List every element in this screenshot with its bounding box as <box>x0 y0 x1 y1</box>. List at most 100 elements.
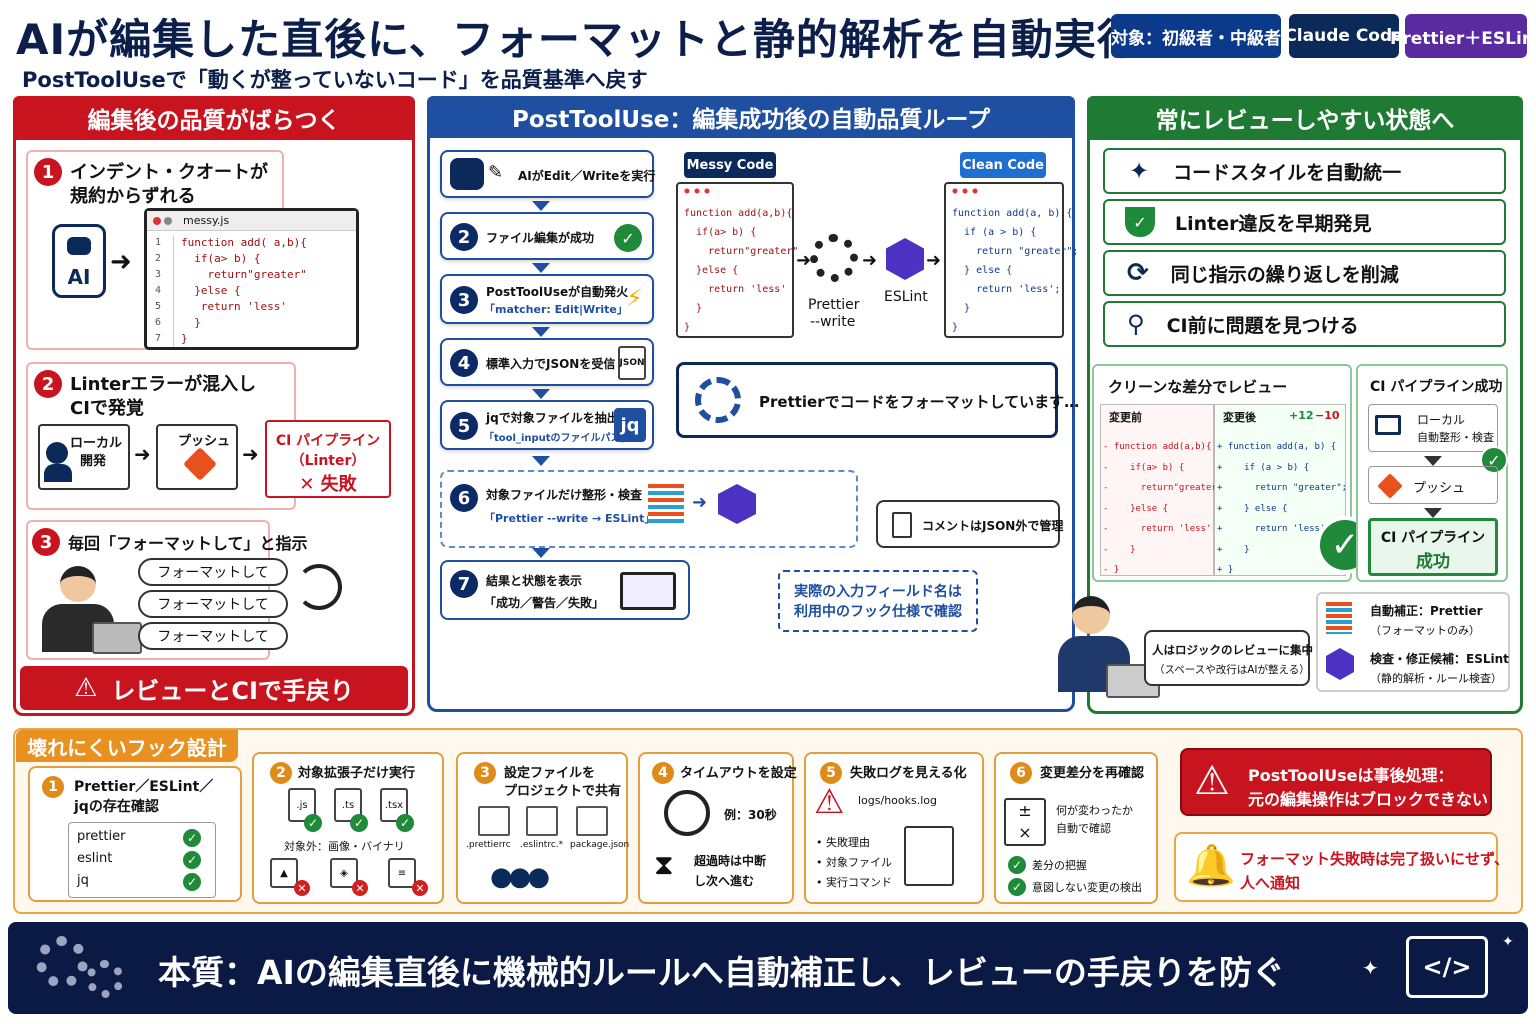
step-7-detail: 「成功／警告／失敗」 <box>484 596 605 610</box>
laptop-icon <box>92 622 142 654</box>
zip-file-icon: ≡ <box>388 858 416 888</box>
post-process-alert: ⚠ PostToolUseは事後処理： 元の編集操作はブロックできない <box>1180 748 1492 816</box>
arrow-right-icon: ➜ <box>926 250 942 271</box>
footer-banner: 本質：AIの編集直後に機械的ルールへ自動補正し、レビューの手戻りを防ぐ ✦ </… <box>8 922 1528 1014</box>
check-icon: ✓ <box>396 814 414 832</box>
linter-badge: Prettier＋ESLint <box>1390 14 1536 58</box>
diff-check-2: 意図しない変更の検出 <box>1032 881 1142 894</box>
problem-2-text-1: Linterエラーが混入し <box>70 374 257 395</box>
diff-after-line-5: + return 'less'; <box>1217 524 1331 534</box>
prettier-label: Prettier <box>808 297 860 313</box>
clean-code-line-6: } <box>952 303 971 314</box>
ci-label: CI パイプライン <box>275 433 381 449</box>
messy-line-1: function add( a,b){ <box>181 236 307 249</box>
document-icon <box>892 512 912 538</box>
gear-icon <box>810 234 858 282</box>
x-icon: ✕ <box>352 880 368 896</box>
diff-before-line-5: - return 'less' <box>1103 524 1212 534</box>
diff-before-line-6: - } <box>1103 544 1136 555</box>
hook-1-text-2: jqの存在確認 <box>74 799 159 815</box>
timeout-text-2: し次へ進む <box>694 874 755 888</box>
warning-icon: ⚠ <box>814 782 845 822</box>
hook-6-text: 変更差分を再確認 <box>1040 766 1145 781</box>
monitor-icon <box>620 572 676 610</box>
log-item-1: • 失敗理由 <box>816 836 870 849</box>
step-1-text: AIがEdit／Writeを実行 <box>518 169 656 183</box>
problem-1-text-2: 規約からずれる <box>70 186 196 207</box>
eslint-icon <box>718 484 756 524</box>
problem-1-text-1: インデント・クオートが <box>70 162 268 183</box>
arrow-right-icon: ➜ <box>242 442 259 466</box>
step-6-card: 6 対象ファイルだけ整形・検査 「Prettier --write → ESLi… <box>440 470 858 548</box>
step-5-card: 5 jqで対象ファイルを抽出 「tool_inputのファイルパス」 jq <box>440 400 654 450</box>
speech-bubble-1: フォーマットして <box>138 558 288 586</box>
refresh-icon: ⟳ <box>1127 258 1149 288</box>
messy-line-6: } <box>181 316 201 329</box>
team-icon: ●●● <box>490 862 550 892</box>
check-icon: ✓ <box>1008 878 1026 896</box>
diff-before-line-1: - function add(a,b){ <box>1103 442 1212 452</box>
warning-icon: ⚠ <box>1194 758 1230 804</box>
bell-icon: 🔔 <box>1186 843 1236 889</box>
ai-label: AI <box>67 265 91 289</box>
problem-3-number: 3 <box>32 528 60 556</box>
hook-card-5: 5 失敗ログを見える化 ⚠ logs/hooks.log • 失敗理由 • 対象… <box>804 752 984 904</box>
field-note-line-2: 利用中のフック仕様で確認 <box>794 604 962 620</box>
diff-plus-count: +12 <box>1289 409 1314 422</box>
messy-code-line-3: return"greater" <box>684 246 799 257</box>
step-4-text: 標準入力でJSONを受信 <box>486 357 616 371</box>
messy-code-line-1: function add(a,b){ <box>684 208 793 219</box>
messy-code-line-2: if(a> b) { <box>684 227 757 238</box>
diff-after-line-6: + } <box>1217 544 1250 555</box>
repeat-icon <box>296 564 342 610</box>
hook-5-text: 失敗ログを見える化 <box>850 766 967 781</box>
image-file-icon: ▲ <box>270 858 298 888</box>
check-icon: ✓ <box>183 829 201 847</box>
excluded-label: 対象外：画像・バイナリ <box>284 840 405 853</box>
flow-arrow-icon <box>532 389 550 399</box>
diff-check-1: 差分の把握 <box>1032 859 1087 872</box>
auto-fix-detail: （フォーマットのみ） <box>1370 624 1480 637</box>
benefit-item-1: ✦コードスタイルを自動統一 <box>1103 148 1506 194</box>
audience-badge: 対象：初級者・中級者 <box>1111 14 1281 58</box>
notify-box: 🔔 フォーマット失敗時は完了扱いにせず、 人へ通知 <box>1174 832 1509 902</box>
speech-bubble-3: フォーマットして <box>138 622 288 650</box>
code-icon: </> <box>1406 936 1488 998</box>
x-icon: ✕ <box>412 880 428 896</box>
flow-arrow-icon <box>532 327 550 337</box>
tool-badge: Claude Code <box>1284 14 1404 58</box>
messy-code-line-5: return 'less' <box>684 284 787 295</box>
x-icon: ✕ <box>294 880 310 896</box>
flow-arrow-icon <box>1424 456 1442 466</box>
hook-3-text-2: プロジェクトで共有 <box>504 784 622 799</box>
step-5-detail: 「tool_inputのファイルパス」 <box>484 433 631 444</box>
js-file-icon: .js <box>288 788 316 822</box>
step-4-number: 4 <box>450 349 478 377</box>
diff-after-line-2: + if (a > b) { <box>1217 462 1310 473</box>
hook-6-number: 6 <box>1010 762 1032 784</box>
linter-label: （Linter） <box>290 453 366 469</box>
step-2-card: 2 ファイル編集が成功 ✓ <box>440 212 654 260</box>
problem-panel-title: 編集後の品質がばらつく <box>13 96 415 140</box>
clean-code-line-3: return "greater"; <box>952 246 1079 257</box>
speech-bubble-2: フォーマットして <box>138 590 288 618</box>
diff-before-line-4: - }else { <box>1103 503 1169 514</box>
clean-code-line-5: return 'less'; <box>952 284 1061 295</box>
dev-label: 開発 <box>80 454 107 469</box>
ci-success-card: CI パイプライン成功 ローカル 自動整形・検査 ✓ プッシュ CI パイプライ… <box>1356 364 1508 582</box>
messy-line-2: if(a> b) { <box>181 252 261 265</box>
success-check-icon: ✓ <box>614 224 642 252</box>
reviewer-speech: 人はロジックのレビューに集中 （スペースや改行はAIが整える） <box>1144 630 1313 686</box>
tool-prettier: prettier <box>77 829 126 844</box>
progress-box: Prettierでコードをフォーマットしています… <box>676 362 1079 438</box>
config-file-icon <box>576 806 608 836</box>
arrow-right-icon: ➜ <box>796 250 812 271</box>
diff-after-line-1: + function add(a, b) { <box>1217 442 1337 452</box>
messy-line-5: return 'less' <box>181 300 287 313</box>
arrow-right-icon: ➜ <box>134 442 151 466</box>
ci-push-box: プッシュ <box>1368 466 1498 504</box>
clock-icon <box>664 790 710 836</box>
benefit-item-2: ✓Linter違反を早期発見 <box>1103 199 1506 245</box>
messy-line-3: return"greater" <box>181 268 307 281</box>
hook-5-number: 5 <box>820 762 842 784</box>
